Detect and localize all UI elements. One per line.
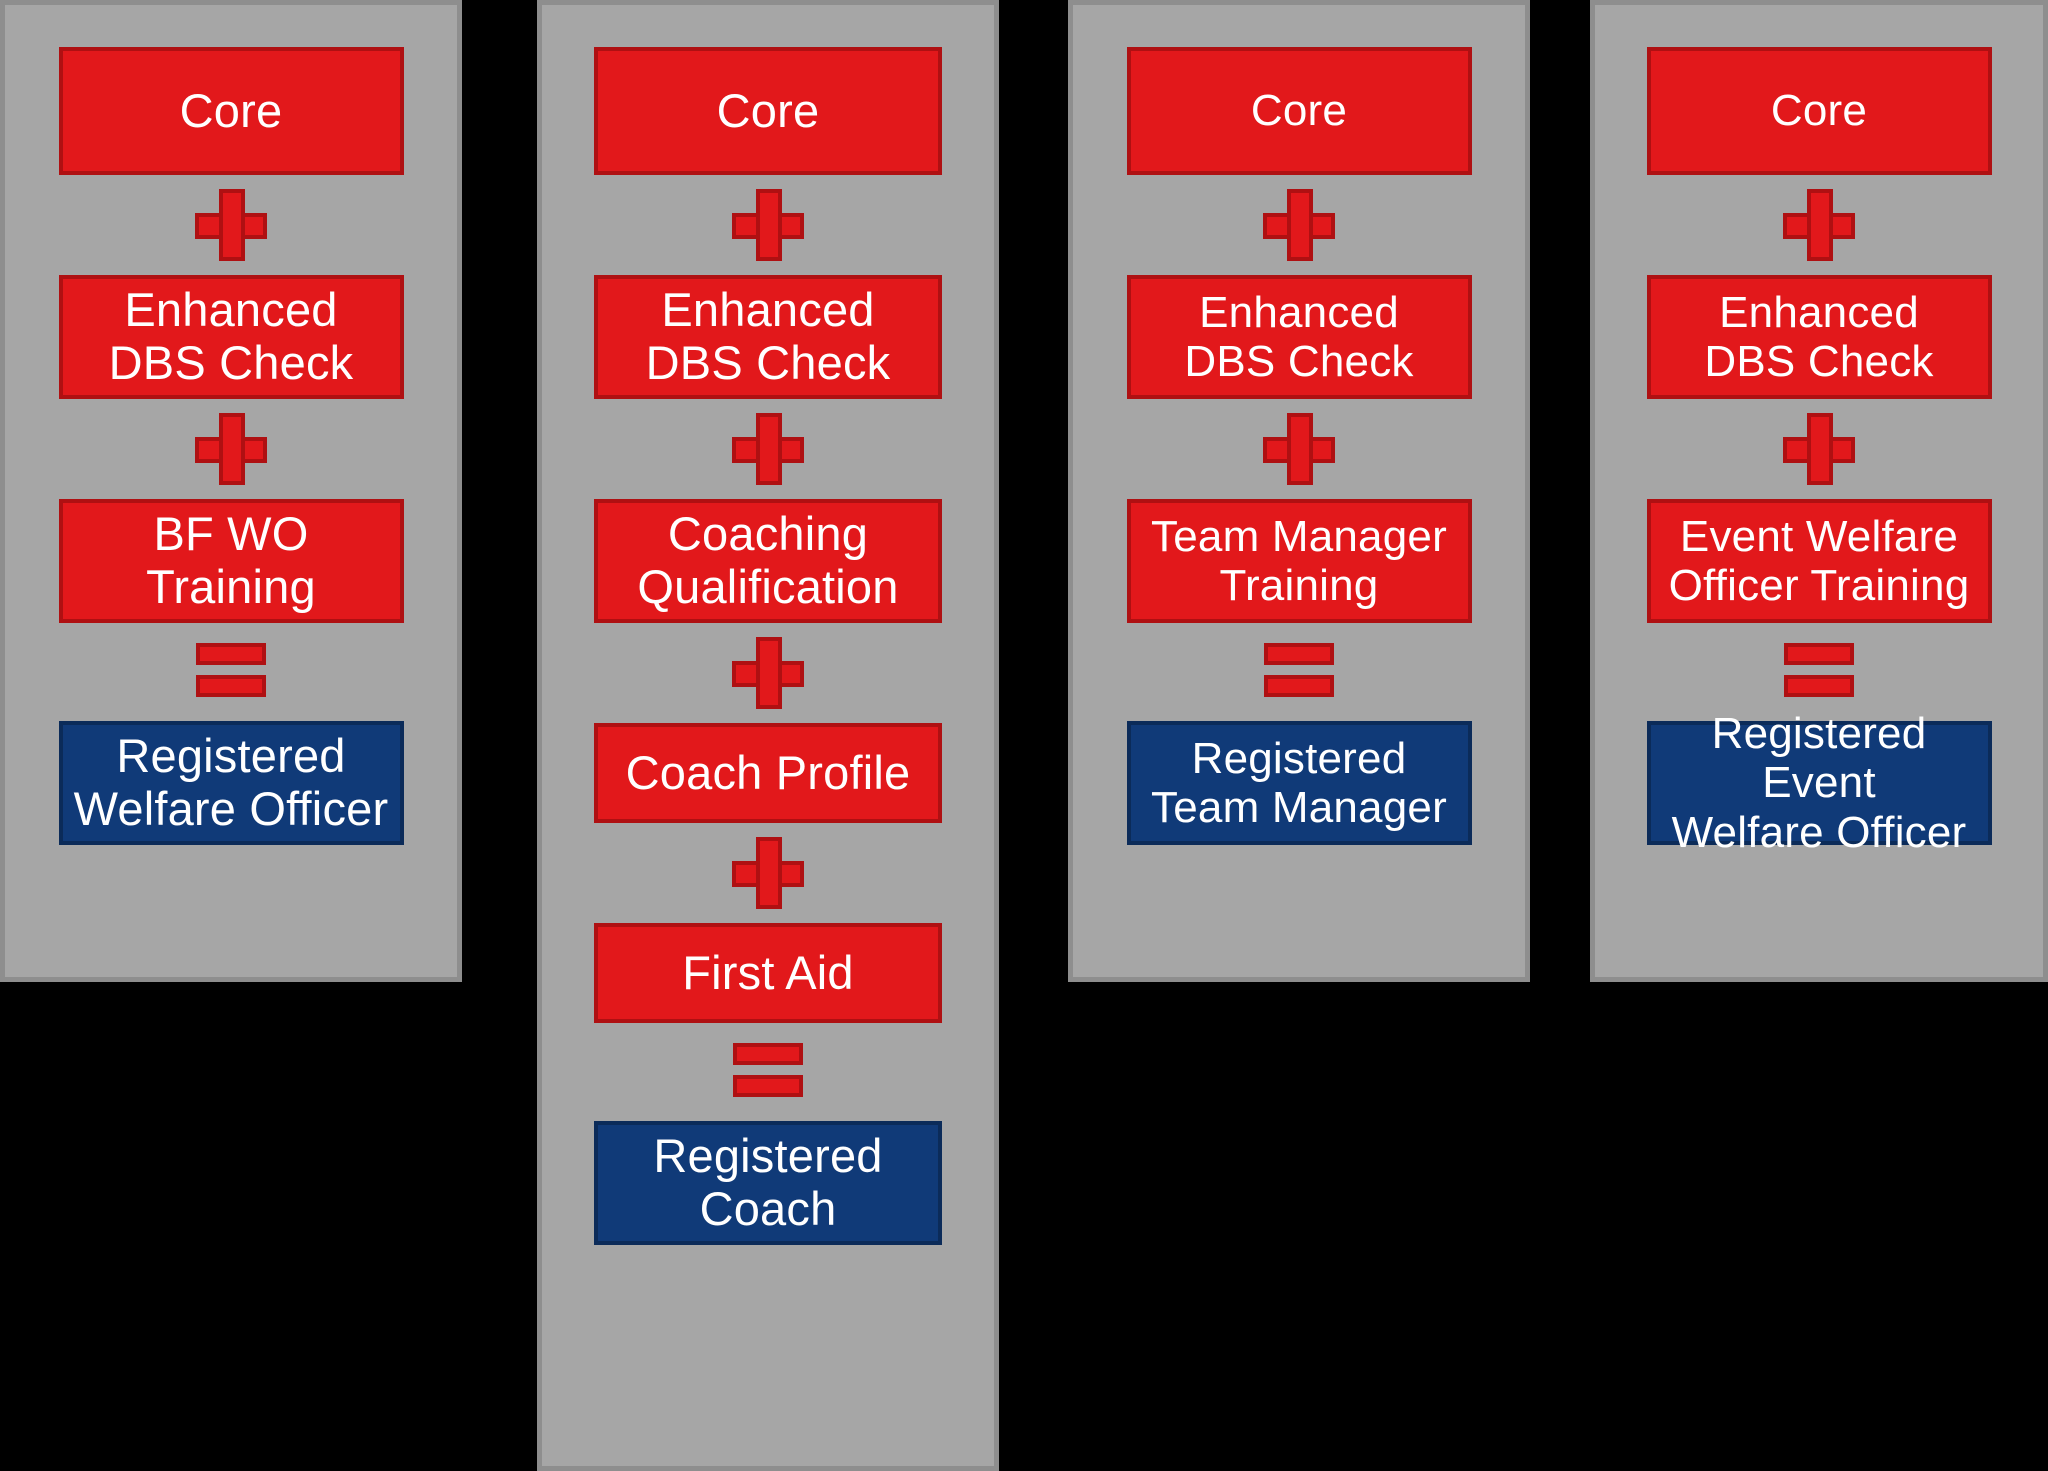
step-box-core: Core [1646,47,1992,175]
plus-operator-icon [1783,413,1855,485]
step-box-enhanced-dbs-check: Enhanced DBS Check [1646,275,1992,399]
equals-bottom-bar [1264,675,1334,697]
plus-vertical-bar [756,189,782,261]
plus-operator-icon [732,637,804,709]
result-box-registered-welfare-officer: Registered Welfare Officer [58,721,404,845]
pathway-event-welfare-officer: Core Enhanced DBS Check Event Welfare Of… [1590,0,2048,982]
equals-top-bar [196,643,266,665]
plus-vertical-bar [756,837,782,909]
step-box-enhanced-dbs-check: Enhanced DBS Check [594,275,942,399]
plus-vertical-bar [1807,413,1833,485]
plus-operator-icon [1263,413,1335,485]
equals-operator-icon [196,643,266,701]
result-box-registered-event-welfare-officer: Registered Event Welfare Officer [1646,709,1992,857]
plus-operator-icon [195,189,267,261]
plus-vertical-bar [1287,413,1313,485]
step-box-bf-wo-training: BF WO Training [58,499,404,623]
equals-operator-icon [733,1043,803,1101]
equals-top-bar [733,1043,803,1065]
pathway-welfare-officer: Core Enhanced DBS Check BF WO Training R… [0,0,462,982]
plus-operator-icon [1783,189,1855,261]
plus-operator-icon [1263,189,1335,261]
equals-bottom-bar [733,1075,803,1097]
plus-vertical-bar [756,413,782,485]
step-box-event-welfare-officer-training: Event Welfare Officer Training [1646,499,1992,623]
result-box-registered-team-manager: Registered Team Manager [1126,721,1472,845]
equals-operator-icon [1264,643,1334,701]
step-box-coach-profile: Coach Profile [594,723,942,823]
equals-operator-icon [1784,643,1854,701]
step-box-core: Core [1126,47,1472,175]
plus-vertical-bar [219,413,245,485]
equals-top-bar [1264,643,1334,665]
plus-operator-icon [732,413,804,485]
equals-top-bar [1784,643,1854,665]
step-box-enhanced-dbs-check: Enhanced DBS Check [58,275,404,399]
plus-operator-icon [732,189,804,261]
pathway-team-manager: Core Enhanced DBS Check Team Manager Tra… [1068,0,1530,982]
pathway-coach: Core Enhanced DBS Check Coaching Qualifi… [537,0,999,1471]
plus-vertical-bar [756,637,782,709]
plus-vertical-bar [219,189,245,261]
plus-operator-icon [195,413,267,485]
equals-bottom-bar [1784,675,1854,697]
plus-operator-icon [732,837,804,909]
step-box-core: Core [594,47,942,175]
result-box-registered-coach: Registered Coach [594,1121,942,1245]
step-box-coaching-qualification: Coaching Qualification [594,499,942,623]
step-box-enhanced-dbs-check: Enhanced DBS Check [1126,275,1472,399]
plus-vertical-bar [1807,189,1833,261]
step-box-first-aid: First Aid [594,923,942,1023]
plus-vertical-bar [1287,189,1313,261]
step-box-core: Core [58,47,404,175]
step-box-team-manager-training: Team Manager Training [1126,499,1472,623]
equals-bottom-bar [196,675,266,697]
